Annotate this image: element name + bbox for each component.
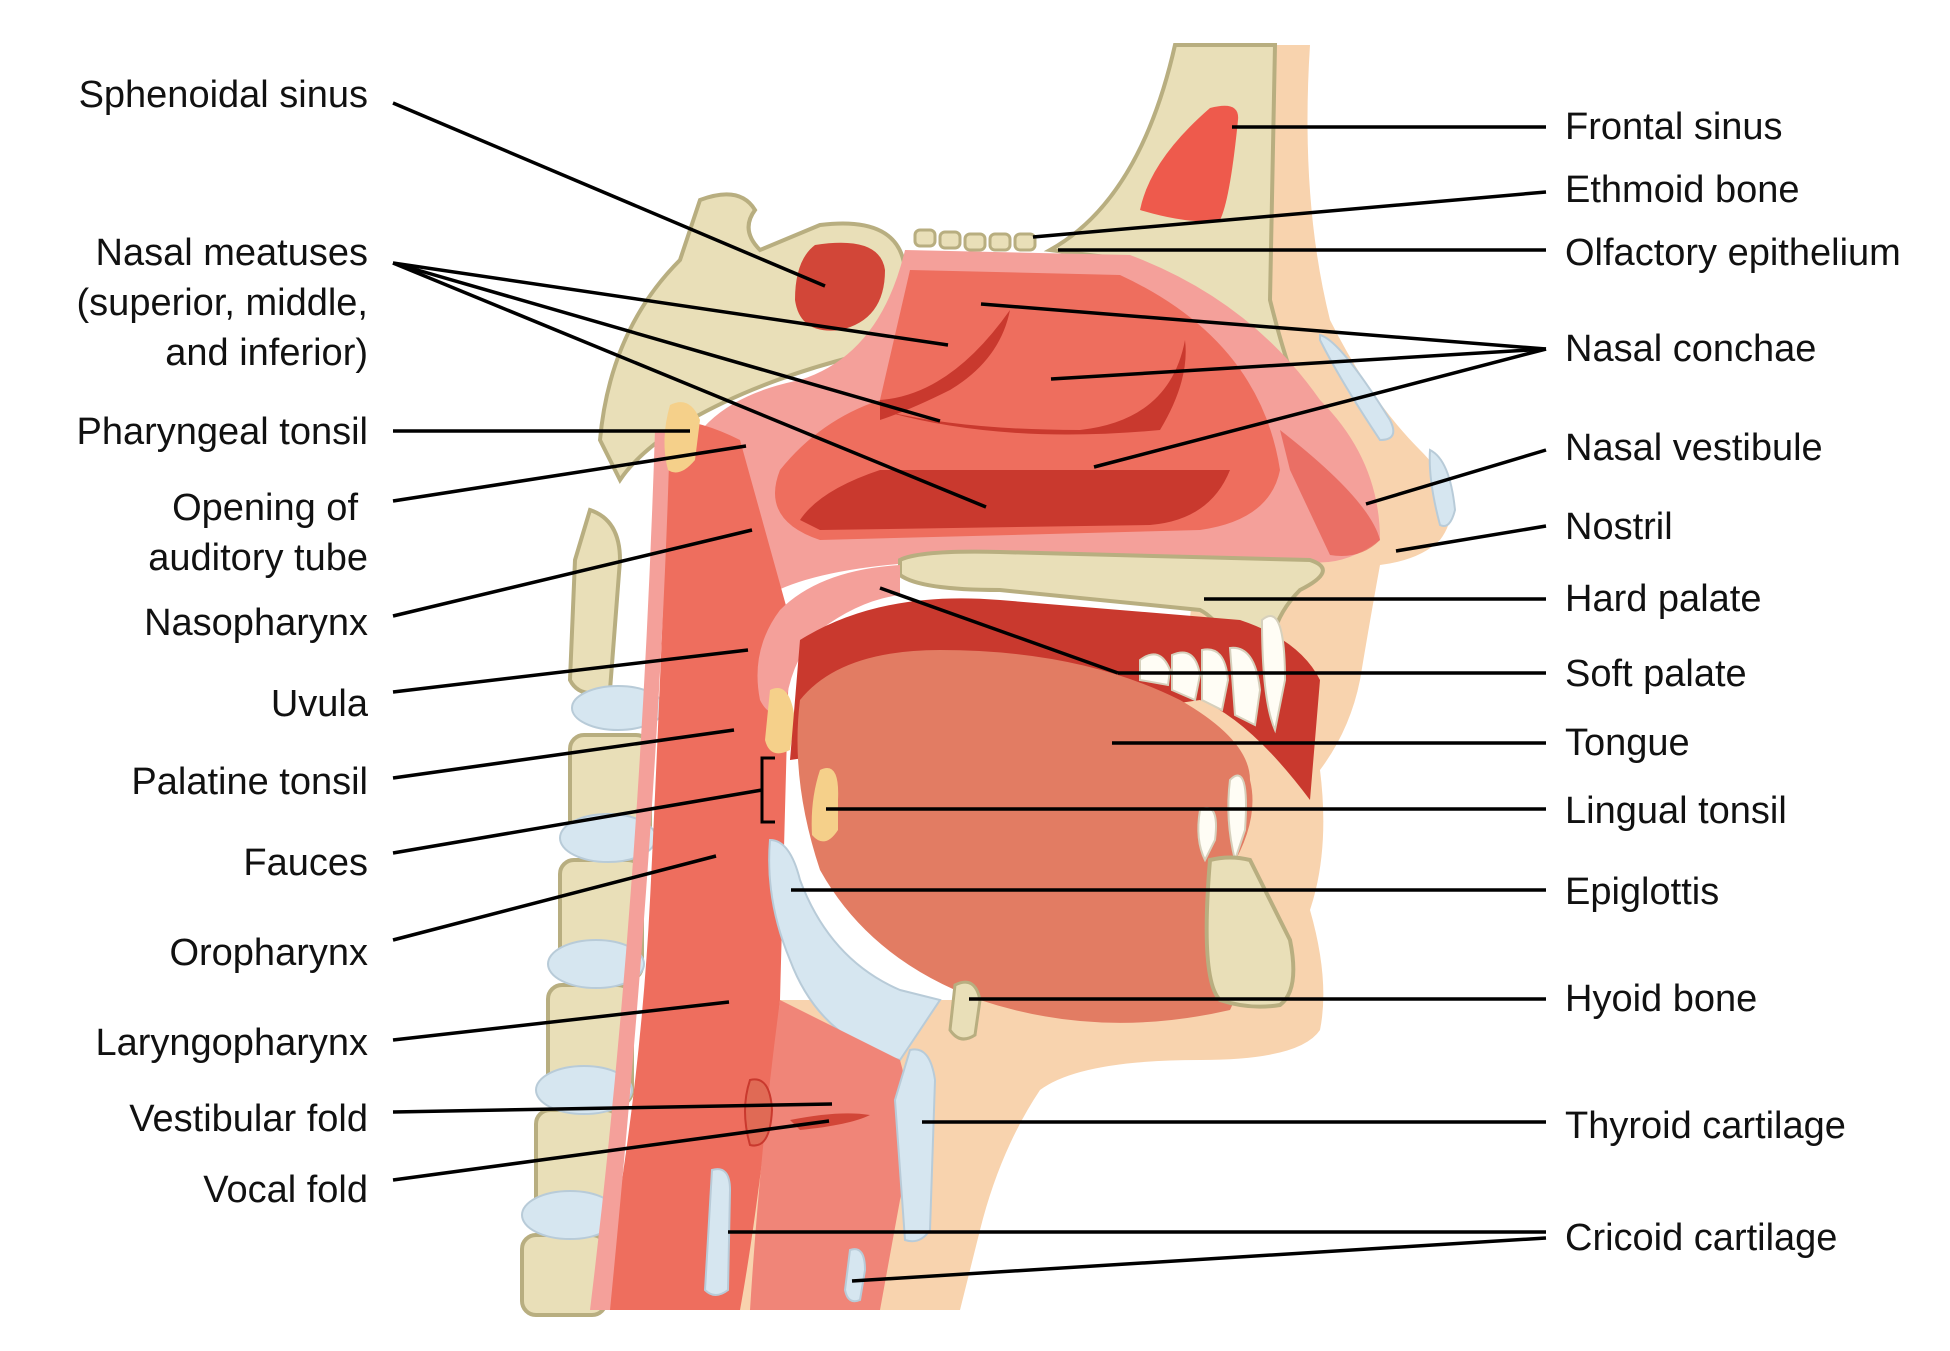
label-fauces: Fauces — [243, 842, 368, 884]
label-uvula: Uvula — [270, 683, 368, 725]
lingual-tonsil — [811, 768, 839, 842]
mandible — [1204, 855, 1296, 1009]
thyroid-cartilage — [893, 1048, 937, 1243]
label-lingual-tonsil: Lingual tonsil — [1565, 790, 1787, 832]
label-olfactory-epithelium: Olfactory epithelium — [1565, 232, 1901, 274]
label-nasal-meatuses: Nasal meatuses — [95, 232, 368, 274]
nose-cartilage — [1319, 333, 1457, 527]
vocal-fold — [790, 1113, 870, 1130]
sphenoidal-sinus — [795, 242, 885, 331]
pharynx-lining — [590, 430, 670, 1310]
label-opening-auditory-tube-line2: auditory tube — [148, 537, 368, 579]
label-nostril: Nostril — [1565, 506, 1673, 548]
palatine-tonsil — [765, 688, 795, 754]
ethmoid-plates — [913, 228, 1037, 252]
leader-lines-left — [392, 101, 987, 1182]
teeth — [1139, 615, 1287, 864]
label-palatine-tonsil: Palatine tonsil — [131, 761, 368, 803]
frontal-sinus — [1140, 105, 1239, 222]
label-oropharynx: Oropharynx — [169, 932, 368, 974]
cricoid-cartilage — [703, 1168, 867, 1303]
label-laryngopharynx: Laryngopharynx — [95, 1022, 368, 1064]
pharynx — [600, 420, 790, 1310]
label-opening-auditory-tube: Opening of — [172, 487, 358, 529]
leader-lines-right — [728, 125, 1547, 1283]
label-nasal-meatuses-line2: (superior, middle, — [76, 282, 368, 324]
label-frontal-sinus: Frontal sinus — [1565, 106, 1783, 148]
label-nasal-conchae: Nasal conchae — [1565, 328, 1817, 370]
soft-palate — [757, 565, 900, 714]
label-hyoid-bone: Hyoid bone — [1565, 978, 1758, 1020]
tongue — [797, 650, 1253, 1023]
label-pharyngeal-tonsil: Pharyngeal tonsil — [76, 411, 368, 453]
nasal-vestibule — [1280, 430, 1380, 556]
label-tongue: Tongue — [1565, 722, 1690, 764]
vestibular-fold — [744, 1078, 774, 1147]
middle-concha — [880, 340, 1186, 435]
label-hard-palate: Hard palate — [1565, 578, 1762, 620]
label-vestibular-fold: Vestibular fold — [129, 1098, 368, 1140]
label-nasal-vestibule: Nasal vestibule — [1565, 427, 1823, 469]
inferior-concha — [800, 470, 1230, 530]
label-epiglottis: Epiglottis — [1565, 871, 1720, 913]
label-nasopharynx: Nasopharynx — [144, 602, 368, 644]
intervertebral-discs — [521, 685, 665, 1240]
label-soft-palate: Soft palate — [1565, 653, 1747, 695]
label-sphenoidal-sinus: Sphenoidal sinus — [78, 74, 368, 116]
label-cricoid-cartilage: Cricoid cartilage — [1565, 1217, 1838, 1259]
label-ethmoid-bone: Ethmoid bone — [1565, 169, 1800, 211]
label-thyroid-cartilage: Thyroid cartilage — [1565, 1105, 1846, 1147]
label-vocal-fold: Vocal fold — [203, 1169, 368, 1211]
hyoid-bone — [948, 980, 982, 1041]
label-nasal-meatuses-line3: and inferior) — [165, 332, 368, 374]
